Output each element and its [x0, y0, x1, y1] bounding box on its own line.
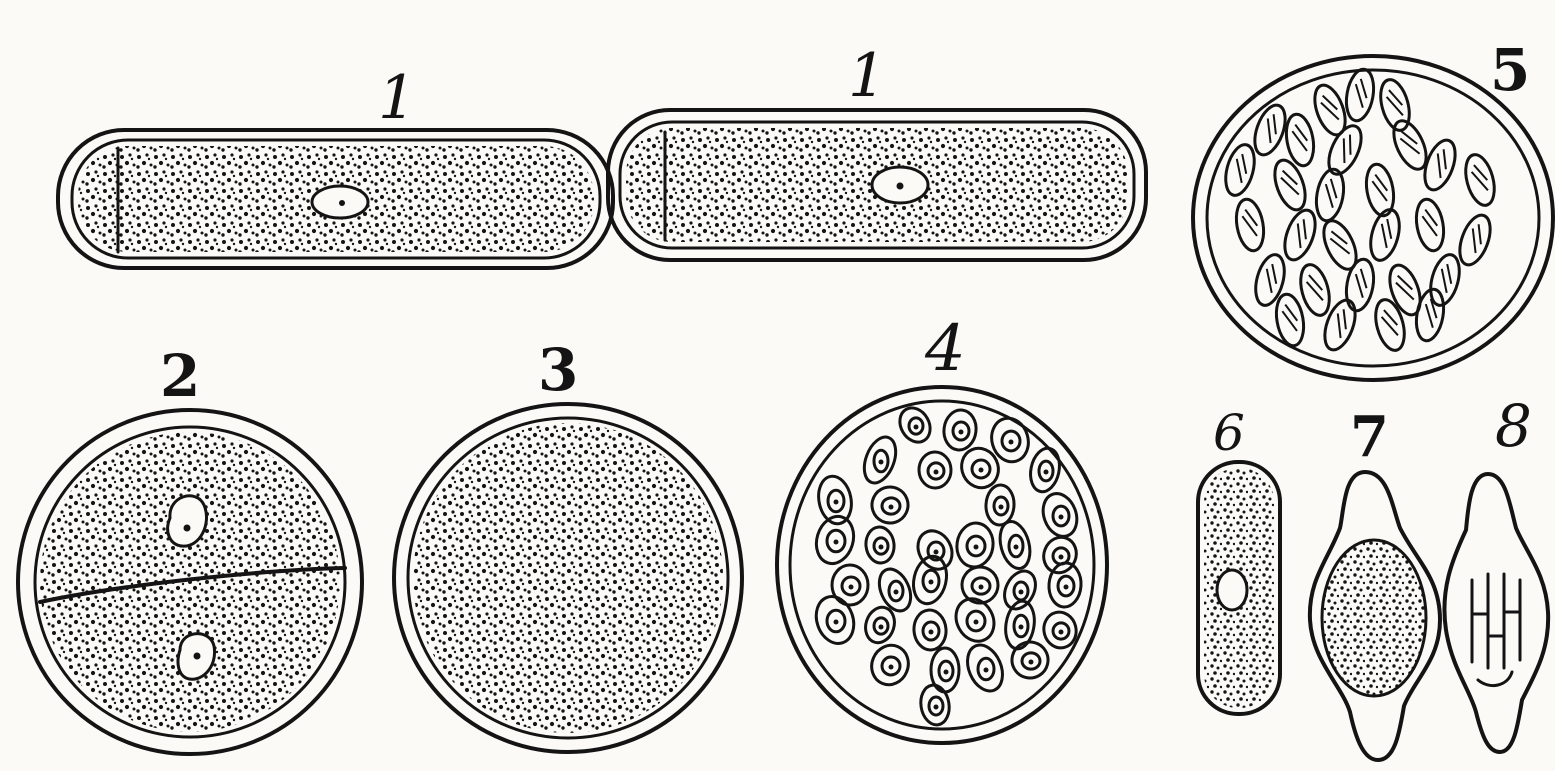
elongated-body-hatching: [1322, 178, 1340, 208]
ringed-body-dot: [849, 585, 854, 590]
ringed-body-dot: [889, 505, 894, 510]
ringed-body-dot: [894, 590, 899, 595]
elongated-body-hatching: [1261, 263, 1281, 293]
elongated-body-hatching: [1421, 208, 1439, 238]
ringed-body-dot: [1019, 625, 1024, 630]
figure-1-left-cell: [58, 130, 613, 268]
figure-7-spindle-cell: [1310, 472, 1440, 760]
ringed-body-dot: [834, 620, 839, 625]
elongated-body-hatching: [1305, 273, 1325, 303]
figure-number-1-left: 1: [378, 63, 416, 133]
ringed-body-dot: [834, 500, 839, 505]
figure-5-cell-with-spores: [1193, 56, 1553, 380]
figure-number-6: 6: [1213, 404, 1245, 462]
ringed-body-dot: [1019, 590, 1024, 595]
elongated-body-hatching: [1436, 263, 1456, 293]
ringed-body-dot: [979, 585, 984, 590]
elongated-body-hatching: [1241, 208, 1259, 238]
elongated-body-hatching: [1385, 88, 1405, 118]
ringed-body-dot: [1059, 630, 1064, 635]
ringed-bodies: [810, 402, 1082, 727]
ringed-body-dot: [934, 550, 939, 555]
ringed-body-dot: [879, 625, 884, 630]
figure-3-spherical-cell: [394, 404, 742, 752]
ringed-body-dot: [1014, 545, 1019, 550]
elongated-body-hatching: [1470, 163, 1490, 193]
elongated-body-hatching: [1231, 153, 1251, 183]
figure-number-4: 4: [924, 312, 966, 386]
ringed-body-dot: [1064, 585, 1069, 590]
ringed-body-dot: [1059, 515, 1064, 520]
ringed-body-dot: [974, 545, 979, 550]
ringed-body-dot: [934, 470, 939, 475]
ringed-body-dot: [1029, 660, 1034, 665]
elongated-body-hatching: [1352, 78, 1370, 108]
ringed-body-dot: [889, 665, 894, 670]
figure-6-rod-cell: [1198, 462, 1280, 714]
ringed-body-dot: [934, 705, 939, 710]
ringed-body-dot: [979, 468, 984, 473]
elongated-body-hatching: [1380, 308, 1400, 338]
figure-1-right-cell: [608, 110, 1146, 260]
ringed-body-dot: [929, 630, 934, 635]
ringed-body-dot: [984, 668, 989, 673]
ringed-body-dot: [974, 620, 979, 625]
elongated-body-hatching: [1371, 173, 1389, 203]
ringed-body-dot: [1009, 440, 1014, 445]
elongated-body-hatching: [1422, 298, 1440, 328]
ringed-body-dot: [1044, 470, 1049, 475]
figure-4-cell-with-ringed-bodies: [777, 387, 1107, 743]
figure-number-8: 8: [1495, 392, 1532, 460]
elongated-body-hatching: [1376, 218, 1396, 248]
figure-number-2: 2: [160, 342, 200, 410]
figure-number-5: 5: [1490, 36, 1530, 104]
ringed-body-dot: [879, 460, 884, 465]
ringed-body-dot: [929, 580, 934, 585]
elongated-body-hatching: [1352, 268, 1370, 298]
ringed-body-dot: [944, 670, 949, 675]
elongated-body-hatching: [1291, 123, 1309, 153]
ringed-body-dot: [959, 430, 964, 435]
elongated-body-hatching: [1281, 303, 1299, 333]
ringed-body-dot: [1059, 555, 1064, 560]
ringed-body-dot: [914, 425, 919, 430]
figure-number-7: 7: [1350, 404, 1389, 470]
figure-number-3: 3: [538, 336, 578, 404]
figure-8-spindle-with-columns: [1444, 474, 1548, 752]
ringed-body-dot: [999, 505, 1004, 510]
ringed-body-dot: [834, 540, 839, 545]
ringed-body-dot: [879, 545, 884, 550]
figure-number-1-right: 1: [848, 41, 886, 111]
figure-2-divided-cell: [18, 410, 362, 754]
elongated-bodies: [1221, 67, 1500, 354]
